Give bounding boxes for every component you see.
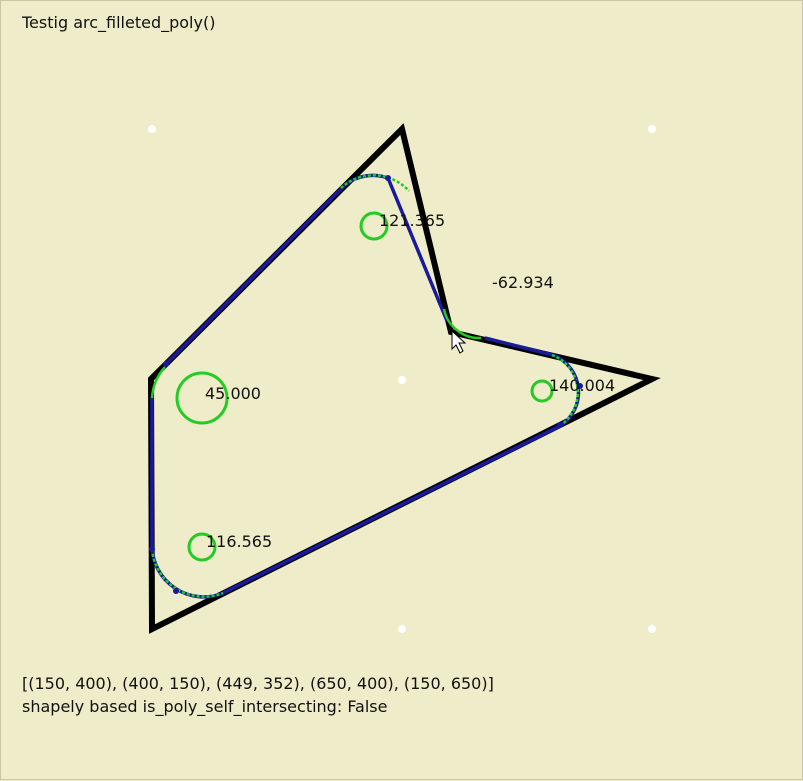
grid-dot bbox=[398, 376, 406, 384]
radius-circle bbox=[359, 211, 389, 241]
radius-circle bbox=[187, 532, 217, 562]
radius-circle bbox=[530, 379, 554, 403]
angle-label: 121.365 bbox=[379, 211, 446, 230]
polygon-points-text: [(150, 400), (400, 150), (449, 352), (65… bbox=[22, 674, 494, 693]
self-intersection-status: shapely based is_poly_self_intersecting:… bbox=[22, 697, 388, 716]
grid-dots bbox=[148, 125, 656, 633]
tangent-points bbox=[149, 175, 583, 594]
fillet-arcs bbox=[150, 174, 579, 598]
angle-label: 45.000 bbox=[205, 384, 261, 403]
angle-label: 116.565 bbox=[206, 532, 273, 551]
sketch-title: Testig arc_filleted_poly() bbox=[22, 13, 216, 32]
angle-label: 140.004 bbox=[549, 376, 616, 395]
grid-dot bbox=[398, 625, 406, 633]
grid-dot bbox=[648, 125, 656, 133]
angle-label: -62.934 bbox=[492, 273, 554, 292]
mouse-cursor-icon bbox=[451, 329, 467, 354]
grid-dot bbox=[148, 125, 156, 133]
radius-circle bbox=[175, 371, 229, 425]
radius-circles bbox=[175, 211, 554, 562]
grid-dot bbox=[648, 625, 656, 633]
